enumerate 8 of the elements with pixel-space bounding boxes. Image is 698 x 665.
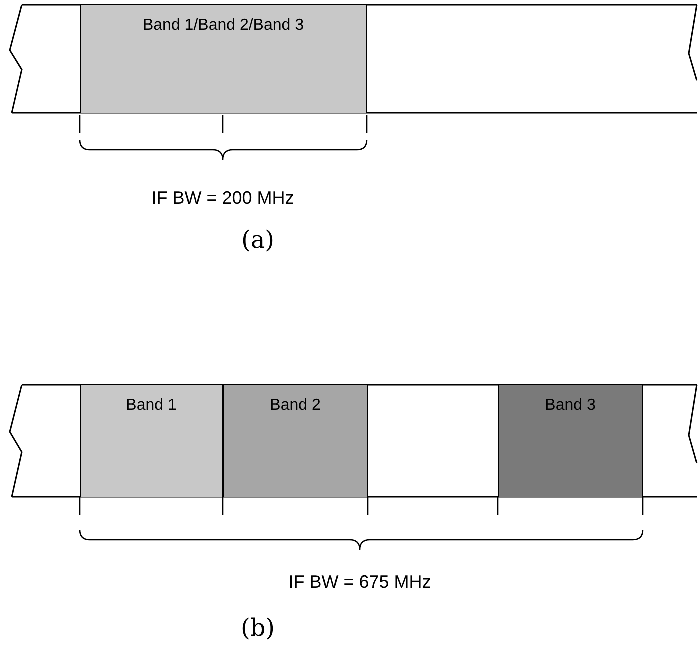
frequency-band: Band 1/Band 2/Band 3 [80,5,367,113]
frequency-band: Band 1 [80,385,223,497]
frequency-band: Band 2 [223,385,368,497]
frequency-band: Band 3 [498,385,643,497]
panel-label: (b) [240,614,276,642]
panel-label: (a) [241,226,275,254]
bandwidth-label: IF BW = 200 MHz [152,188,294,209]
bandwidth-label: IF BW = 675 MHz [288,572,432,593]
